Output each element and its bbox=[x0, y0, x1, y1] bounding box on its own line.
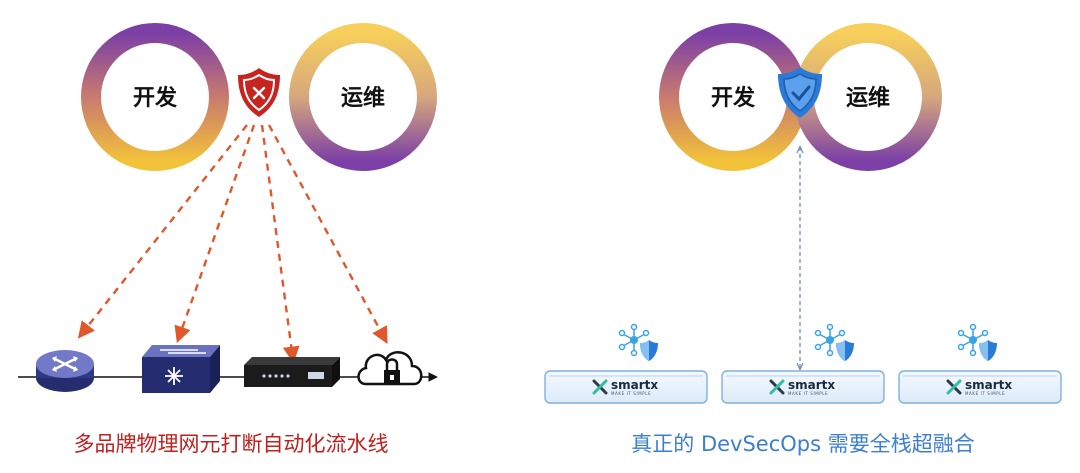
arrow-to-router bbox=[77, 124, 248, 339]
left-caption: 多品牌物理网元打断自动化流水线 bbox=[74, 432, 389, 456]
node-tagline: MAKE IT SIMPLE bbox=[788, 391, 828, 396]
smartx-node: smartx MAKE IT SIMPLE bbox=[544, 370, 708, 404]
appliance-icon bbox=[244, 357, 340, 387]
ops-ring bbox=[289, 23, 437, 171]
node-brand: smartx bbox=[965, 378, 1012, 392]
ops-ring-label: 运维 bbox=[846, 85, 890, 111]
smartx-logo-icon bbox=[946, 379, 962, 395]
dev-ring-label: 开发 bbox=[711, 85, 756, 111]
smartx-logo-icon bbox=[769, 379, 785, 395]
switch-icon bbox=[142, 345, 220, 393]
network-security-icon bbox=[957, 323, 997, 361]
network-security-icon bbox=[618, 323, 658, 361]
node-brand: smartx bbox=[611, 378, 658, 392]
router-icon bbox=[36, 350, 94, 392]
broken-shield-icon bbox=[238, 68, 280, 117]
arrow-to-cloud bbox=[267, 124, 388, 344]
ops-ring-label: 运维 bbox=[341, 85, 385, 111]
right-caption: 真正的 DevSecOps 需要全栈超融合 bbox=[631, 432, 974, 456]
dev-ring bbox=[81, 23, 229, 171]
left-panel: 开发 运维 bbox=[18, 23, 438, 456]
smartx-node: smartx MAKE IT SIMPLE bbox=[721, 370, 885, 404]
smartx-logo-icon bbox=[592, 379, 608, 395]
break-arrows bbox=[77, 124, 388, 364]
node-brand: smartx bbox=[788, 378, 835, 392]
secure-shield-icon bbox=[778, 67, 822, 118]
dev-ring-label: 开发 bbox=[133, 85, 178, 111]
node-tagline: MAKE IT SIMPLE bbox=[965, 391, 1005, 396]
right-panel: 开发 运维 bbox=[544, 23, 1062, 456]
arrow-to-appliance bbox=[260, 124, 300, 364]
cloud-lock-icon bbox=[357, 351, 423, 386]
network-security-icon bbox=[814, 323, 854, 361]
smartx-node: smartx MAKE IT SIMPLE bbox=[898, 370, 1062, 404]
node-tagline: MAKE IT SIMPLE bbox=[611, 391, 651, 396]
